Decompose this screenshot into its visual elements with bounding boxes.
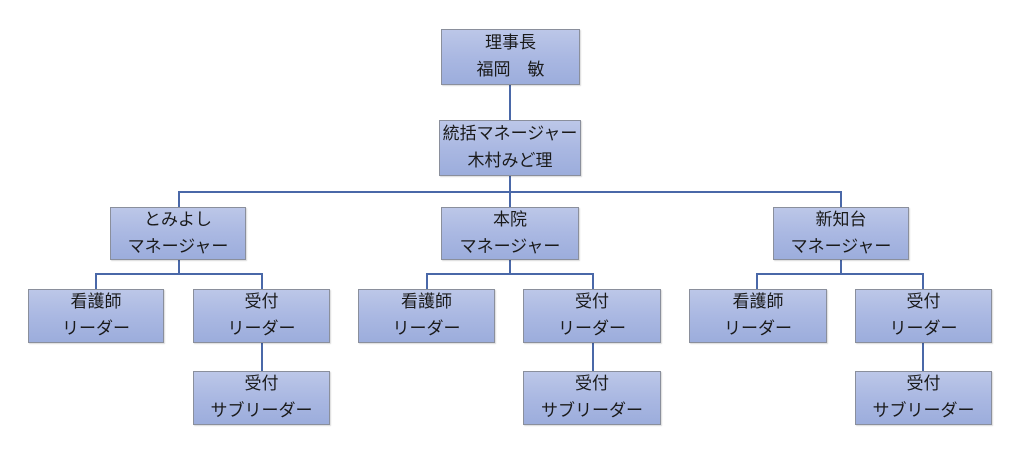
node-role: リーダー (392, 319, 461, 339)
node-branch-3-nurse-leader: 看護師 リーダー (689, 289, 827, 343)
node-branch-3-manager: 新知台 マネージャー (773, 207, 909, 260)
connector-branch-1-nurse (95, 273, 97, 289)
node-role: サブリーダー (541, 401, 643, 421)
connector-branch-3-sub (922, 343, 924, 371)
node-branch-2-manager: 本院 マネージャー (441, 207, 579, 260)
node-title: 受付 (244, 374, 279, 394)
node-title: 受付 (906, 374, 941, 394)
node-branch-1-reception-leader: 受付 リーダー (193, 289, 330, 343)
connector-branch-2-nurse (426, 273, 428, 289)
node-title: とみよし (144, 209, 212, 230)
connector-branch-3-bar (756, 273, 924, 275)
connector-branch-1-bar (95, 273, 263, 275)
node-role: リーダー (227, 319, 296, 339)
connector-branch-3-down (840, 260, 842, 275)
node-branch-2-reception-sub-leader: 受付 サブリーダー (523, 371, 661, 425)
node-title: 受付 (575, 374, 609, 394)
connector-branch-2-reception (592, 273, 594, 289)
node-title: 本院 (493, 209, 527, 230)
node-title: 理事長 (485, 33, 536, 53)
node-branch-2-reception-leader: 受付 リーダー (523, 289, 661, 343)
connector-gm-down (509, 176, 511, 193)
connector-to-branch-2 (509, 191, 511, 207)
node-branch-3-reception-leader: 受付 リーダー (855, 289, 992, 343)
node-role: リーダー (558, 319, 626, 339)
node-role: リーダー (62, 319, 130, 339)
node-branch-2-nurse-leader: 看護師 リーダー (358, 289, 495, 343)
node-branch-1-manager: とみよし マネージャー (110, 207, 246, 260)
node-role: マネージャー (459, 236, 561, 257)
connector-branch-2-bar (426, 273, 594, 275)
node-title: 看護師 (401, 292, 452, 312)
connector-to-branch-3 (840, 191, 842, 207)
node-title: 新知台 (815, 209, 867, 230)
connector-root-to-gm (509, 85, 511, 120)
node-title: 看護師 (732, 292, 784, 312)
connector-branch-2-down (509, 260, 511, 275)
node-title: 受付 (575, 292, 609, 312)
node-branch-1-nurse-leader: 看護師 リーダー (28, 289, 164, 343)
node-title: 看護師 (70, 292, 122, 312)
node-general-manager: 統括マネージャー 木村みど理 (439, 120, 581, 176)
node-role: サブリーダー (872, 401, 975, 421)
node-role: マネージャー (127, 236, 229, 257)
node-chairman: 理事長 福岡 敏 (441, 29, 580, 85)
connector-branch-1-down (178, 260, 180, 275)
connector-branch-1-reception (261, 273, 263, 289)
node-name: 木村みど理 (467, 151, 553, 171)
node-role: リーダー (889, 319, 958, 339)
node-role: サブリーダー (210, 401, 313, 421)
connector-branch-3-reception (922, 273, 924, 289)
node-title: 統括マネージャー (442, 124, 578, 144)
node-title: 受付 (244, 292, 279, 312)
node-role: マネージャー (790, 236, 892, 257)
connector-branch-3-nurse (756, 273, 758, 289)
node-branch-1-reception-sub-leader: 受付 サブリーダー (193, 371, 330, 425)
connector-to-branch-1 (178, 191, 180, 207)
node-name: 福岡 敏 (476, 60, 545, 80)
node-title: 受付 (906, 292, 941, 312)
connector-branch-2-sub (592, 343, 594, 371)
node-branch-3-reception-sub-leader: 受付 サブリーダー (855, 371, 992, 425)
connector-branch-1-sub (261, 343, 263, 371)
node-role: リーダー (724, 319, 792, 339)
